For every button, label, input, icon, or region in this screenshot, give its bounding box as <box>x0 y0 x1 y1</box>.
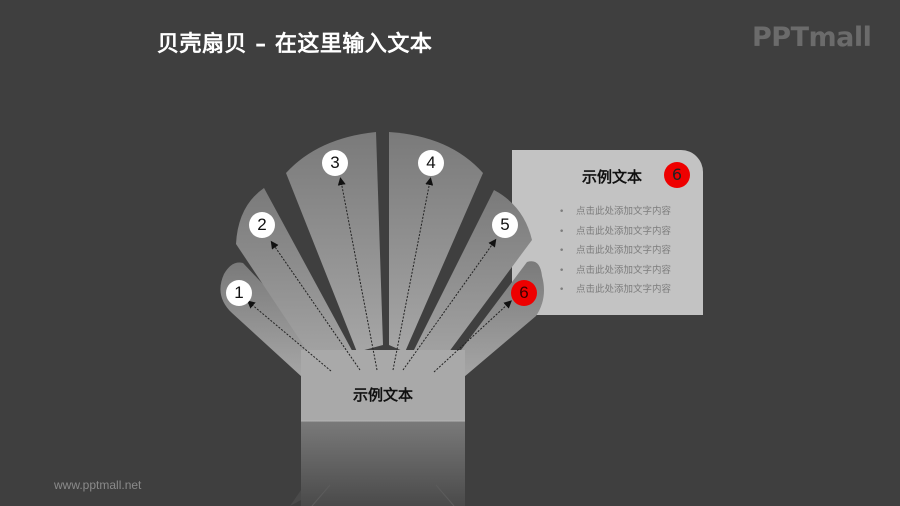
card-bullet-item: • 点击此处添加文字内容 <box>559 264 671 284</box>
card-bullet-text: 点击此处添加文字内容 <box>576 206 672 217</box>
card-bullet-text: 点击此处添加文字内容 <box>576 225 672 237</box>
bullet-icon: • <box>559 285 565 295</box>
petal-2-number-badge: 2 <box>249 212 275 238</box>
bullet-icon: • <box>559 265 565 276</box>
card-bullet-item: • 点击此处添加文字内容 <box>559 283 671 303</box>
bullet-icon: • <box>559 207 565 217</box>
info-card: 示例文本 6 • 点击此处添加文字内容 • 点击此处添加文字内容 • 点击此处添加文字… <box>512 150 703 315</box>
card-bullet-text: 点击此处添加文字内容 <box>576 284 672 295</box>
bullet-icon: • <box>559 226 565 237</box>
petal-3-number-badge: 3 <box>322 150 348 176</box>
pptmall-logo: PPTmall <box>752 22 872 53</box>
card-bullet-item: • 点击此处添加文字内容 <box>559 244 671 264</box>
petal-3 <box>286 132 383 352</box>
card-bullet-item: • 点击此处添加文字内容 <box>559 225 671 245</box>
card-bullet-text: 点击此处添加文字内容 <box>576 264 672 276</box>
petal-4-number-badge: 4 <box>418 150 444 176</box>
card-bullet-item: • 点击此处添加文字内容 <box>559 205 671 225</box>
footer-url: www.pptmall.net <box>54 478 142 492</box>
base-label: 示例文本 <box>352 386 413 404</box>
slide-title: 贝壳扇贝 – 在这里输入文本 <box>157 32 433 57</box>
petal-4 <box>389 132 483 352</box>
card-bullet-text: 点击此处添加文字内容 <box>576 245 672 256</box>
card-badge-number: 6 <box>664 162 690 188</box>
arrow-lines <box>246 177 512 373</box>
petal-1-number-badge: 1 <box>226 280 252 306</box>
card-title: 示例文本 <box>582 168 643 186</box>
petal-5-number-badge: 5 <box>492 212 518 238</box>
petal-6-number-badge: 6 <box>511 280 537 306</box>
bullet-icon: • <box>559 246 565 256</box>
card-bullet-list: • 点击此处添加文字内容 • 点击此处添加文字内容 • 点击此处添加文字内容 • 点击此… <box>559 205 671 303</box>
stem <box>301 421 465 506</box>
base-block <box>301 350 465 421</box>
